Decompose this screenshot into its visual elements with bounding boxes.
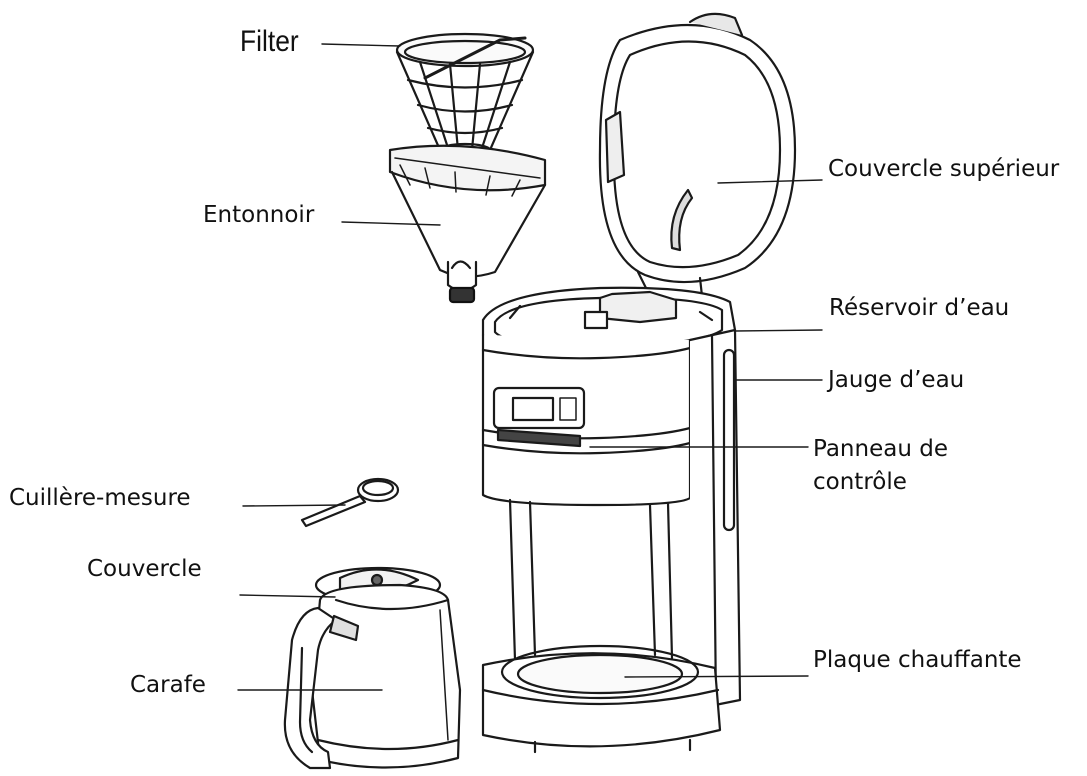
label-water-gauge: Jauge d’eau	[828, 367, 965, 393]
carafe	[283, 583, 462, 770]
label-funnel: Entonnoir	[203, 202, 315, 228]
leader-measuring-spoon	[242, 504, 346, 507]
label-carafe-lid: Couvercle	[87, 556, 202, 582]
top-lid	[598, 12, 797, 298]
label-filter: Filter	[240, 25, 299, 58]
leader-funnel	[341, 221, 441, 226]
label-warming-plate: Plaque chauffante	[813, 647, 1022, 673]
label-top-lid: Couvercle supérieur	[828, 156, 1060, 182]
label-control-panel: Panneau de contrôle	[813, 436, 948, 496]
filter-basket	[395, 32, 535, 158]
leader-warming-plate	[624, 675, 809, 678]
leader-lines	[237, 43, 823, 691]
leader-water-tank	[734, 329, 823, 332]
label-water-tank: Réservoir d’eau	[829, 295, 1010, 321]
measuring-spoon	[300, 477, 400, 528]
leader-top-lid	[717, 179, 823, 184]
leader-filter	[321, 43, 401, 47]
label-carafe: Carafe	[130, 672, 206, 698]
leader-carafe-lid	[239, 594, 336, 598]
funnel	[388, 144, 547, 304]
machine-body	[481, 286, 742, 754]
label-measuring-spoon: Cuillère-mesure	[9, 485, 191, 511]
